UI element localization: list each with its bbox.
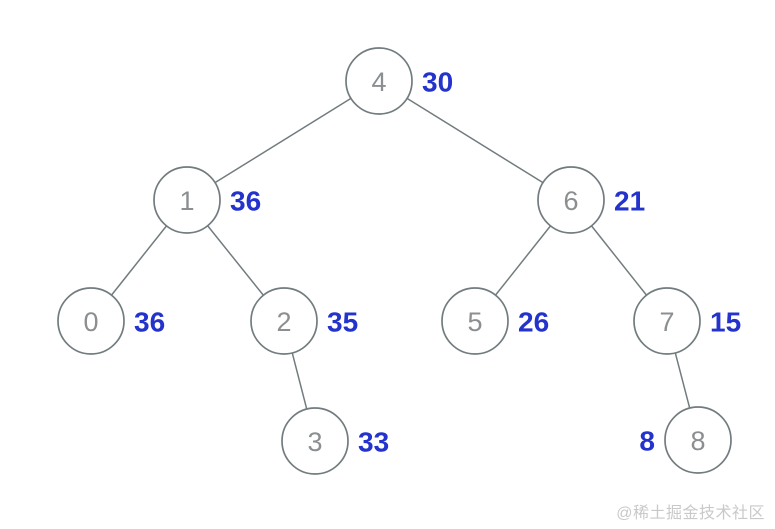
tree-node-1 (153, 166, 221, 234)
tree-node-4 (345, 47, 413, 115)
edge-7-8 (674, 352, 691, 409)
node-value-8: 8 (690, 426, 705, 456)
node-label-7: 15 (710, 307, 741, 338)
tree-node-8 (664, 406, 732, 474)
tree-node-3 (281, 407, 349, 475)
tree-node-5 (441, 287, 509, 355)
node-label-2: 35 (327, 307, 358, 338)
node-value-5: 5 (467, 307, 482, 337)
watermark: @稀土掘金技术社区 (616, 505, 765, 522)
node-value-1: 1 (179, 186, 194, 216)
node-value-0: 0 (83, 307, 98, 337)
node-label-3: 33 (358, 427, 389, 458)
edge-6-5 (494, 225, 552, 296)
tree-node-6 (537, 166, 605, 234)
edge-4-1 (214, 97, 352, 184)
node-label-4: 30 (422, 67, 453, 98)
tree-node-2 (250, 287, 318, 355)
node-value-7: 7 (659, 307, 674, 337)
node-value-2: 2 (276, 307, 291, 337)
edge-1-2 (206, 224, 265, 297)
edge-4-6 (406, 97, 544, 184)
edge-2-3 (291, 352, 308, 410)
node-label-5: 26 (518, 307, 549, 338)
node-label-1: 36 (230, 186, 261, 217)
edge-6-7 (590, 225, 648, 296)
node-value-3: 3 (307, 427, 322, 457)
node-value-6: 6 (563, 186, 578, 216)
tree-node-0 (57, 287, 125, 355)
node-label-6: 21 (614, 186, 645, 217)
node-label-0: 36 (134, 307, 165, 338)
edge-1-0 (110, 225, 168, 296)
node-value-4: 4 (371, 67, 386, 97)
tree-node-7 (633, 287, 701, 355)
node-label-8: 8 (639, 426, 655, 457)
